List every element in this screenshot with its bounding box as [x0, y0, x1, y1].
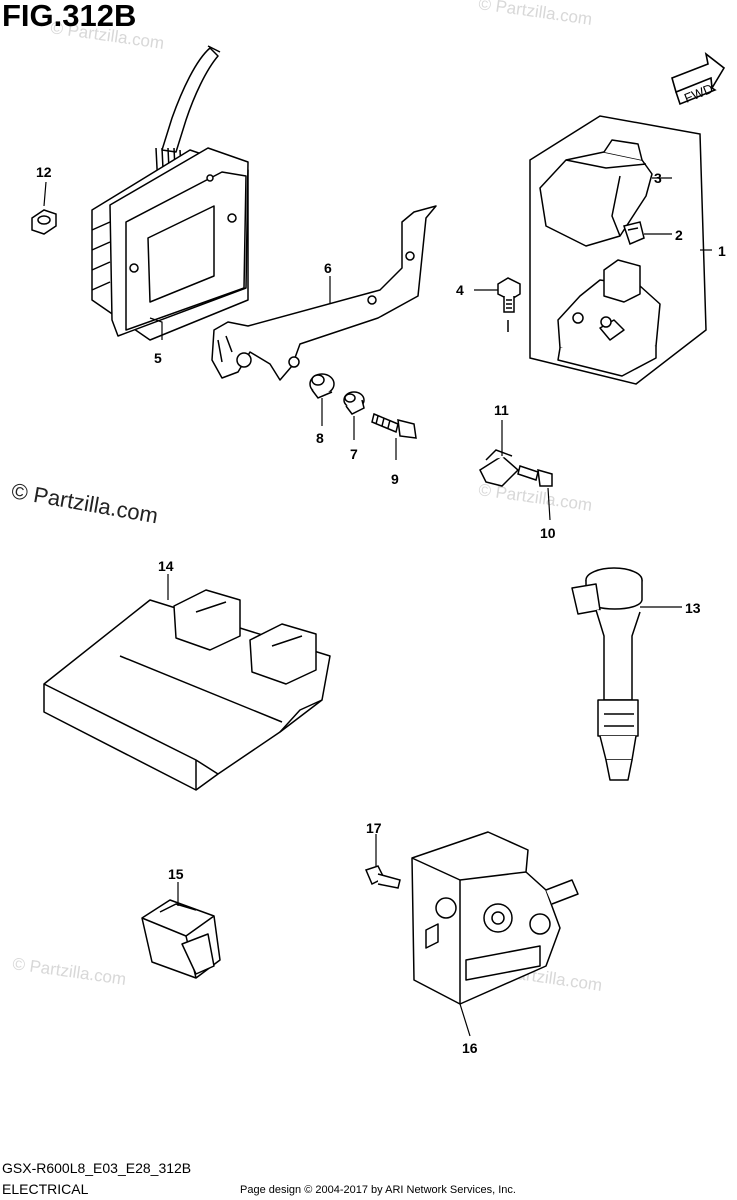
callout-3: 3	[654, 170, 662, 186]
section-label: ELECTRICAL	[2, 1181, 89, 1197]
regulator-rectifier	[92, 46, 248, 340]
ignition-coil	[572, 568, 642, 780]
fuse	[624, 222, 644, 244]
bracket	[212, 206, 436, 380]
screw	[498, 278, 520, 332]
callout-7: 7	[350, 446, 358, 462]
callout-5: 5	[154, 350, 162, 366]
callout-11: 11	[494, 402, 509, 418]
bolt	[372, 414, 416, 438]
callout-8: 8	[316, 430, 324, 446]
fwd-arrow-icon	[672, 54, 724, 104]
starter-relay-body	[558, 260, 660, 376]
callout-9: 9	[391, 471, 399, 487]
screw-small	[366, 866, 400, 888]
callout-1: 1	[718, 243, 726, 259]
starter-relay-assembly-frame	[530, 116, 706, 384]
grommet	[310, 374, 334, 398]
callout-6: 6	[324, 260, 332, 276]
callout-10: 10	[540, 525, 556, 541]
callout-17: 17	[366, 820, 382, 836]
model-code: GSX-R600L8_E03_E28_312B	[2, 1160, 192, 1176]
figure-title: FIG.312B	[2, 0, 137, 33]
sensor-connector	[142, 900, 220, 978]
clamp	[480, 450, 518, 486]
callout-14: 14	[158, 558, 174, 574]
collar	[344, 392, 364, 414]
callout-4: 4	[456, 282, 464, 298]
callout-15: 15	[168, 866, 184, 882]
bolt-small	[518, 466, 552, 486]
ecm-unit	[44, 590, 330, 790]
copyright-credit: Page design © 2004-2017 by ARI Network S…	[240, 1184, 516, 1196]
nut	[32, 210, 56, 234]
callout-16: 16	[462, 1040, 478, 1056]
callout-12: 12	[36, 164, 52, 180]
callout-2: 2	[675, 227, 683, 243]
relay-cover	[540, 140, 652, 246]
callout-13: 13	[685, 600, 701, 616]
leader-lines	[44, 178, 712, 1036]
throttle-position-sensor	[412, 832, 578, 1004]
